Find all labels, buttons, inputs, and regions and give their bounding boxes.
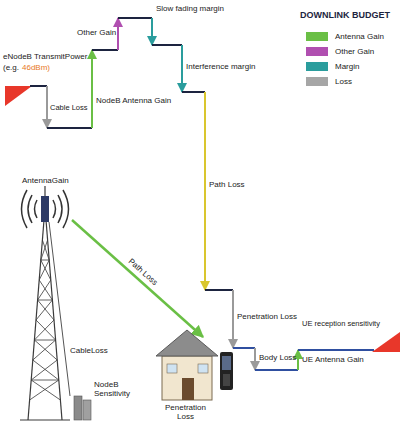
budget-label: 46dBm) <box>22 63 50 72</box>
budget-label: Path Loss <box>209 180 245 189</box>
antenna-tower <box>20 186 91 420</box>
legend-row: Margin <box>306 62 359 71</box>
budget-label: NodeB Antenna Gain <box>96 96 171 105</box>
legend-text: Loss <box>335 77 352 86</box>
budget-label: Penetration Loss <box>237 312 297 321</box>
budget-label: Other Gain <box>77 28 116 37</box>
budget-label: eNodeB TransmitPower <box>3 52 87 61</box>
budget-label: Slow fading margin <box>156 4 224 13</box>
legend-swatch <box>306 32 328 41</box>
legend-text: Margin <box>335 62 359 71</box>
sensitivity-wedge <box>372 332 400 352</box>
budget-label: UE reception sensitivity <box>302 320 380 329</box>
legend-swatch <box>306 47 328 56</box>
budget-staircase <box>5 18 400 370</box>
budget-label: (e.g. <box>3 63 19 72</box>
mobile-phone <box>220 352 233 390</box>
budget-label: UE Antenna Gain <box>302 355 364 364</box>
budget-label: Cable Loss <box>50 104 88 113</box>
budget-label: NodeB Sensitivity <box>94 380 138 398</box>
budget-label: Interference margin <box>186 62 255 71</box>
legend-swatch <box>306 62 328 71</box>
legend-text: Other Gain <box>335 47 374 56</box>
legend-swatch <box>306 77 328 86</box>
legend-row: Antenna Gain <box>306 32 384 41</box>
budget-label: Penetration Loss <box>158 403 213 421</box>
budget-label: CableLoss <box>70 346 108 355</box>
house <box>156 330 218 400</box>
legend-row: Other Gain <box>306 47 374 56</box>
path-loss-arrow <box>72 220 203 337</box>
budget-label: AntennaGain <box>22 176 69 185</box>
legend-title: DOWNLINK BUDGET <box>300 10 390 20</box>
transmit-power-wedge <box>5 86 32 106</box>
legend-row: Loss <box>306 77 352 86</box>
legend-text: Antenna Gain <box>335 32 384 41</box>
budget-label: Body Loss <box>259 353 296 362</box>
